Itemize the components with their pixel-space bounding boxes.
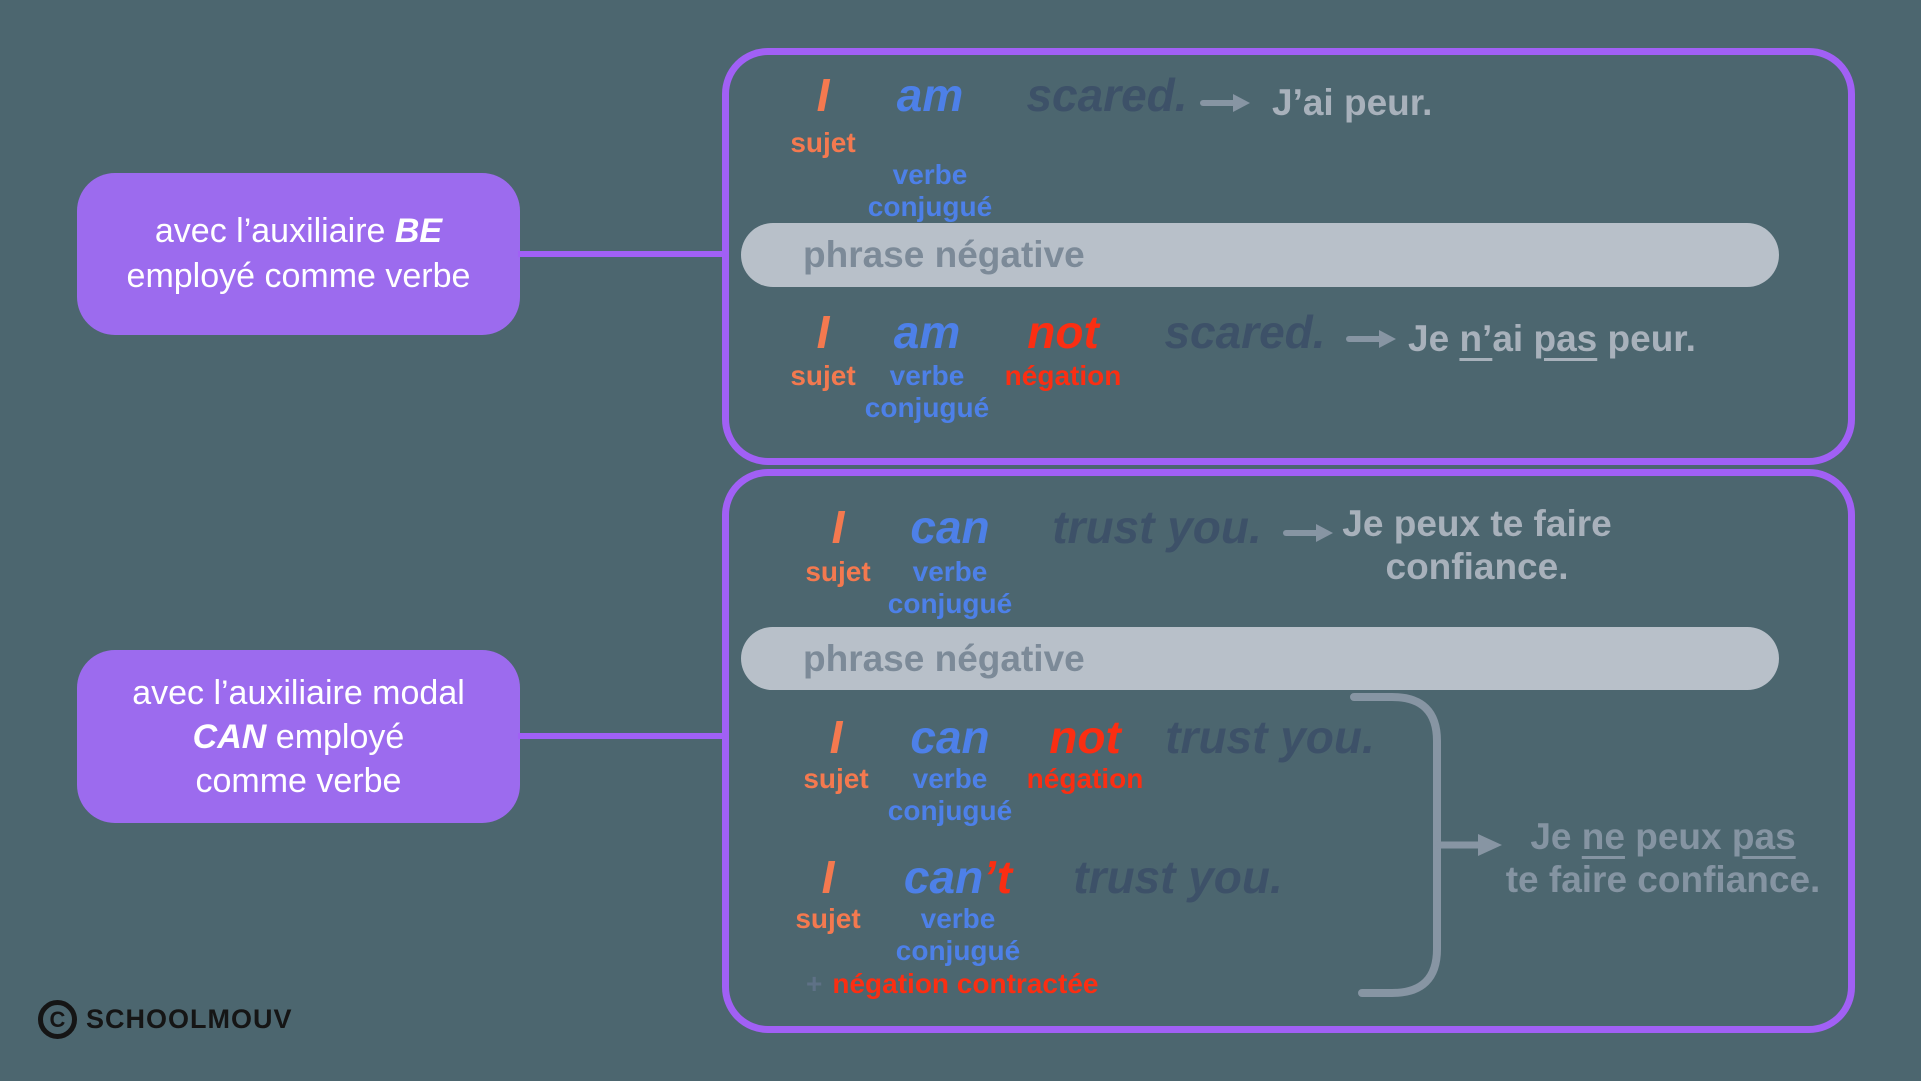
label-box-can: avec l’auxiliaire modal CAN employé comm… (77, 650, 520, 823)
be-neg-label-negation: négation (1004, 360, 1122, 391)
fr-negation-particle: pas (1533, 318, 1598, 359)
can-aff-subject: I (831, 501, 845, 553)
can-contr-label-sujet: sujet (795, 903, 861, 934)
can-contr-subject: I (821, 851, 835, 903)
can-neg-label-negation: négation (1026, 763, 1144, 794)
be-neg-rest: scared. (1164, 306, 1326, 358)
be-neg-subject: I (816, 306, 830, 358)
fr-seg: peur. (1597, 318, 1696, 359)
can-keyword: CAN (192, 717, 267, 756)
panel-be (722, 48, 1855, 465)
fr-negation-particle: pas (1731, 816, 1796, 857)
arrow-right-icon (1283, 524, 1333, 542)
be-aff-label-sujet: sujet (790, 127, 856, 158)
can-contr-rest: trust you. (1073, 851, 1283, 903)
be-keyword: BE (394, 212, 443, 250)
arrow-right-icon (1346, 330, 1396, 348)
phrase-negative-bar-be: phrase négative (741, 223, 1779, 287)
can-neg-translation-line1: Je ne peux pas (1530, 816, 1795, 858)
can-aff-translation-line1: Je peux te faire (1342, 503, 1612, 544)
negation-contractee-text: négation contractée (832, 968, 1099, 999)
bracket-icon (1350, 693, 1502, 997)
can-aff-label-conjugue: conjugué (887, 588, 1013, 619)
can-neg-subject: I (829, 711, 843, 763)
fr-seg: ai (1492, 318, 1534, 359)
label-box-be: avec l’auxiliaire BE employé comme verbe (77, 173, 520, 335)
label-box-can-text: avec l’auxiliaire modal CAN employé comm… (132, 671, 465, 803)
can-neg-label-sujet: sujet (803, 763, 869, 794)
be-aff-rest: scared. (1026, 69, 1188, 121)
can-contr-verb-base: can (903, 851, 984, 903)
arrow-right-icon (1200, 94, 1250, 112)
phrase-negative-text-be: phrase négative (803, 234, 1085, 275)
connector-can (518, 733, 726, 739)
can-contr-label-conjugue: conjugué (895, 935, 1021, 966)
label-box-be-text: avec l’auxiliaire BE employé comme verbe (127, 209, 471, 299)
be-aff-subject: I (816, 69, 830, 121)
can-neg-translation-line2: te faire confiance. (1505, 859, 1821, 900)
can-neg-label-conjugue: conjugué (887, 795, 1013, 826)
brand-name: SCHOOLMOUV (86, 1004, 293, 1034)
be-line2: employé comme verbe (126, 257, 471, 295)
can-aff-rest: trust you. (1052, 501, 1262, 553)
be-aff-verb: am (896, 69, 964, 121)
fr-seg: peux (1624, 816, 1732, 857)
be-neg-label-sujet: sujet (790, 360, 856, 391)
can-contr-label-verbe: verbe (920, 903, 996, 934)
can-aff-label-sujet: sujet (805, 556, 871, 587)
fr-seg: Je (1408, 318, 1460, 359)
schoolmouv-logo: C SCHOOLMOUV (38, 1000, 293, 1039)
can-contr-label-negation-contractee: + négation contractée (806, 968, 1098, 1000)
phrase-negative-bar-can: phrase négative (741, 627, 1779, 690)
be-neg-label-verbe: verbe (889, 360, 965, 391)
can-aff-label-verbe: verbe (912, 556, 988, 587)
can-aff-translation-line2: confiance. (1385, 546, 1569, 587)
can-neg-negation: not (1049, 711, 1121, 763)
fr-negation-particle: ne (1581, 816, 1625, 857)
be-neg-negation: not (1027, 306, 1099, 358)
be-aff-translation: J’ai peur. (1272, 82, 1433, 123)
be-line1-prefix: avec l’auxiliaire (154, 212, 395, 250)
be-neg-label-conjugue: conjugué (864, 392, 990, 423)
panel-can (722, 469, 1855, 1033)
be-neg-translation: Je n’ai pas peur. (1408, 318, 1696, 360)
can-contr-verb-contraction: ’t (983, 851, 1013, 903)
plus-sign: + (806, 968, 823, 999)
can-line2-suffix: employé (266, 717, 405, 756)
be-neg-verb: am (893, 306, 961, 358)
fr-seg: Je (1530, 816, 1582, 857)
can-neg-label-verbe: verbe (912, 763, 988, 794)
can-aff-verb: can (910, 501, 990, 553)
can-contr-verb: can’t (904, 850, 1012, 904)
can-line1: avec l’auxiliaire modal (132, 673, 465, 712)
can-neg-verb: can (910, 711, 990, 763)
phrase-negative-text-can: phrase négative (803, 637, 1085, 679)
be-aff-label-verbe: verbe (892, 159, 968, 190)
copyright-icon: C (38, 1000, 77, 1039)
fr-negation-particle: n’ (1459, 318, 1493, 359)
can-line3: comme verbe (195, 761, 402, 800)
connector-be (518, 251, 726, 257)
can-neg-rest: trust you. (1165, 711, 1375, 763)
be-aff-label-conjugue: conjugué (867, 191, 993, 222)
